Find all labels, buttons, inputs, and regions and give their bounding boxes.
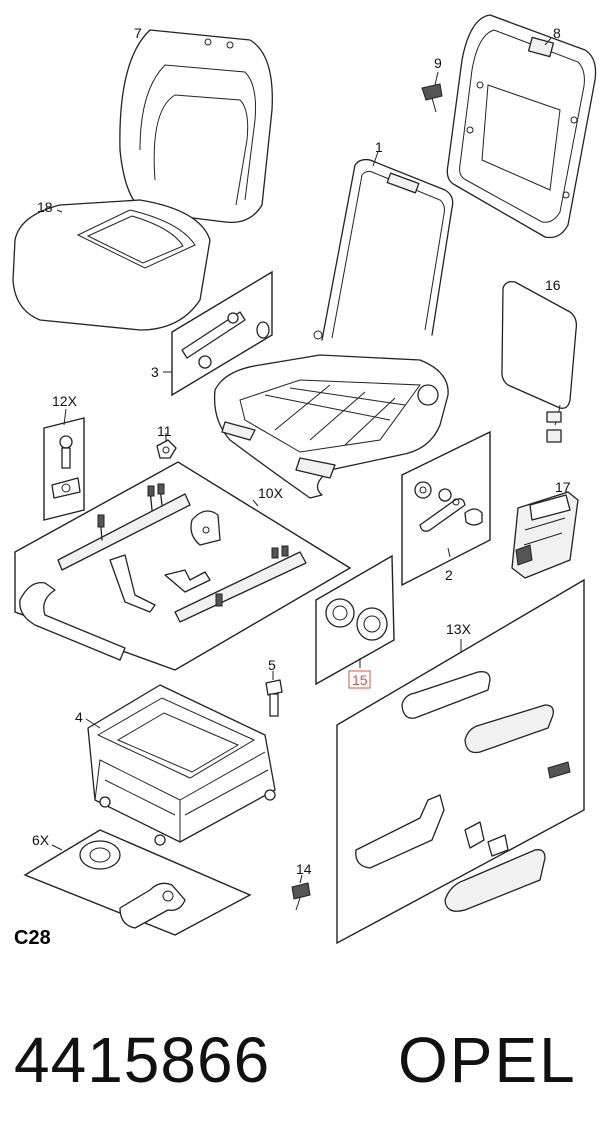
part-number: 4415866 <box>14 1024 271 1096</box>
part-2-lever-kit[interactable] <box>401 430 491 587</box>
part-16-cover[interactable] <box>501 280 578 443</box>
exploded-parts-diagram: 7 8 9 1 18 16 3 12X 11 10X 17 2 13X 5 15… <box>12 14 597 949</box>
callout-11: 11 <box>157 423 172 439</box>
callout-12x: 12X <box>52 393 78 409</box>
callout-17: 17 <box>555 479 571 495</box>
part-8-back-panel[interactable] <box>446 14 597 239</box>
part-17-switch[interactable] <box>511 491 579 579</box>
part-13-trim-kit[interactable] <box>336 578 585 945</box>
part-14-screw[interactable] <box>291 882 311 911</box>
part-5-bolt[interactable] <box>265 679 283 717</box>
part-3-gas-strut[interactable] <box>171 270 273 397</box>
leader-lines <box>51 37 552 884</box>
part-12-bolt[interactable] <box>43 417 85 521</box>
callout-9: 9 <box>434 55 442 71</box>
callout-5: 5 <box>268 657 276 673</box>
callout-6x: 6X <box>32 832 50 848</box>
callout-16: 16 <box>545 277 561 293</box>
callout-4: 4 <box>75 709 83 725</box>
callout-18: 18 <box>37 199 53 215</box>
brand-name: OPEL <box>398 1024 577 1096</box>
part-9-screw[interactable] <box>421 83 443 113</box>
part-7-seat-back[interactable] <box>119 29 273 224</box>
part-6-bushing-kit[interactable] <box>23 829 252 936</box>
part-1-seat-frame[interactable] <box>213 158 454 499</box>
footer: 4415866 OPEL <box>0 1005 600 1115</box>
part-10-rail-kit[interactable] <box>14 461 352 671</box>
callout-2: 2 <box>445 567 453 583</box>
part-15-knob-set[interactable] <box>315 554 395 686</box>
callout-1: 1 <box>375 139 383 155</box>
callout-8: 8 <box>553 25 561 41</box>
part-11-nut[interactable] <box>156 439 177 459</box>
callout-14: 14 <box>296 861 312 877</box>
callout-10x: 10X <box>258 485 284 501</box>
callout-15: 15 <box>352 672 368 688</box>
callout-3: 3 <box>151 364 159 380</box>
callout-13x: 13X <box>446 621 472 637</box>
part-18-seat-cushion[interactable] <box>12 199 211 331</box>
part-4-seat-base[interactable] <box>87 684 276 846</box>
callout-7: 7 <box>134 25 142 41</box>
callout-15-highlight[interactable]: 15 <box>348 670 371 689</box>
diagram-code: C28 <box>14 927 51 949</box>
